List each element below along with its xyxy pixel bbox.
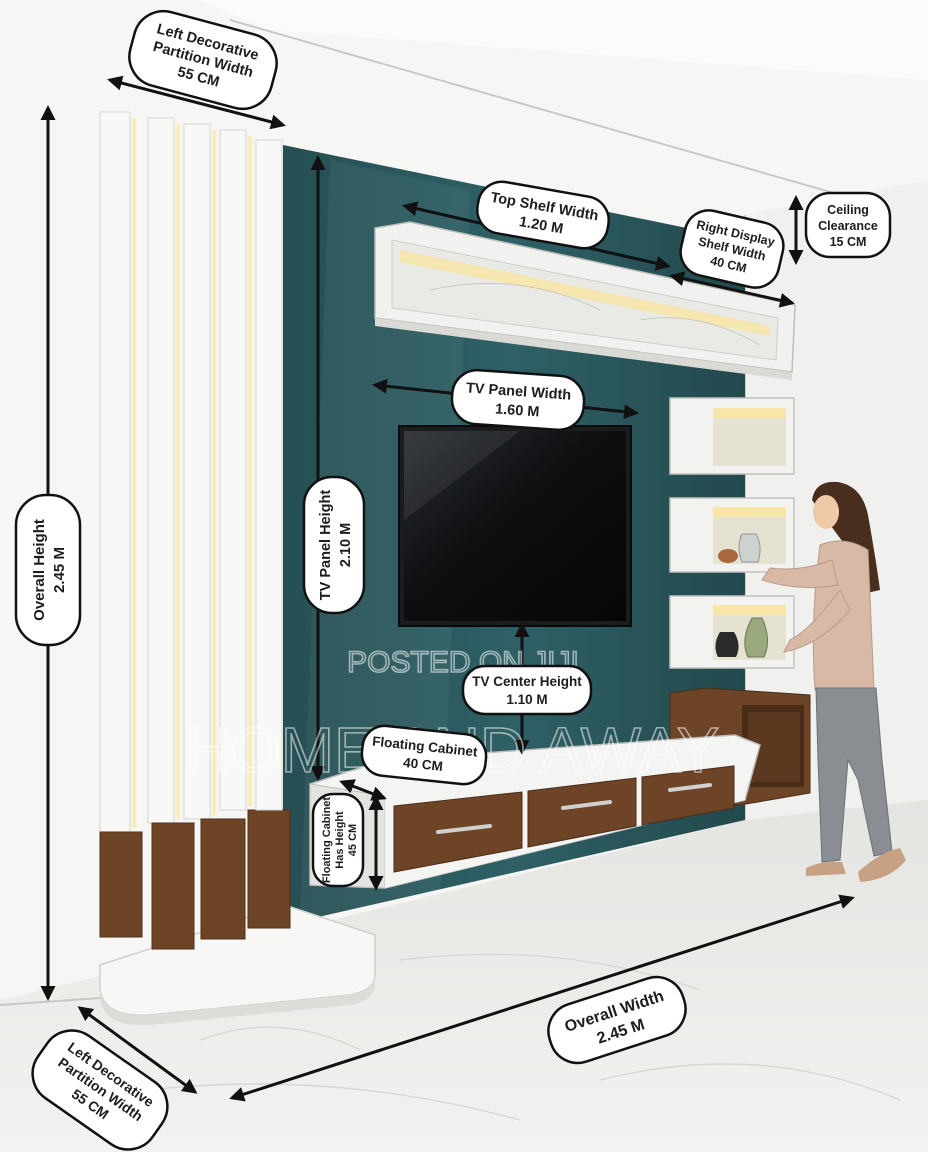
shoes — [806, 848, 906, 882]
television — [398, 425, 632, 627]
label-title: Overall Height — [31, 519, 48, 621]
label-value: 2.45 M — [51, 547, 68, 593]
display-shelf-1 — [669, 397, 795, 475]
arrow-left-partition-bottom — [77, 1006, 198, 1094]
label-value: 1.20 M — [518, 214, 564, 237]
arrow-overall-width — [229, 894, 855, 1102]
arm — [761, 559, 839, 589]
label-value: 45 CM — [347, 824, 359, 856]
baseboard — [0, 997, 101, 1006]
label-value: 2.10 M — [338, 523, 354, 567]
label-floating-cabinet: Floating Cabinet 40 CM — [360, 724, 488, 786]
floating-cabinet — [309, 734, 761, 889]
label-title: TV Center Height — [472, 674, 582, 689]
label-overall-width: Overall Width 2.45 M — [547, 975, 687, 1065]
drawer-handle-3 — [668, 783, 712, 792]
slat-walnut-3 — [200, 818, 246, 940]
label-title: Floating Cabinet — [321, 797, 333, 884]
woman-figure — [761, 481, 906, 882]
label-title: TV Panel Height — [318, 490, 334, 601]
slat-5 — [255, 139, 283, 811]
label-left-partition-top: Left Decorative Partition Width 55 CM — [128, 9, 278, 111]
label-overall-height: Overall Height 2.45 M — [14, 493, 82, 647]
label-top-shelf: Top Shelf Width 1.20 M — [476, 180, 610, 250]
face — [813, 495, 839, 529]
label-floating-cabinet-height: Floating Cabinet Has Height 45 CM — [311, 792, 365, 888]
label-value: 15 CM — [830, 235, 867, 249]
label-title: Clearance — [818, 219, 878, 233]
slat-walnut-4 — [247, 809, 291, 929]
label-right-display-shelf: Right Display Shelf Width 40 CM — [679, 209, 785, 289]
right-display-shelves — [669, 397, 795, 669]
drawer-handle-1 — [436, 824, 492, 834]
ceiling-band — [200, 0, 928, 80]
vase-bowl — [718, 549, 738, 563]
slat-walnut-2 — [151, 822, 195, 950]
display-shelf-2 — [669, 497, 795, 573]
legs — [815, 687, 893, 863]
drawer-handle-2 — [561, 800, 612, 810]
label-tv-center-height: TV Center Height 1.10 M — [461, 664, 593, 716]
tv-screen — [404, 431, 626, 621]
arm-lower — [783, 589, 851, 653]
vase-dark — [715, 632, 739, 657]
label-title: Ceiling — [827, 203, 869, 217]
vase-green — [744, 617, 768, 658]
label-tv-panel-height: TV Panel Height 2.10 M — [302, 475, 366, 615]
display-shelf-3 — [669, 595, 795, 669]
label-value: 1.60 M — [495, 401, 540, 420]
cabinet-drawer-3 — [641, 765, 735, 826]
slat-walnut-1 — [99, 831, 143, 938]
label-value: 1.10 M — [506, 692, 547, 707]
cabinet-drawer-1 — [393, 791, 523, 873]
label-value: 40 CM — [402, 755, 443, 774]
slat-1 — [99, 111, 131, 833]
label-ceiling-clearance: Ceiling Clearance 15 CM — [804, 191, 892, 259]
arrow-left-partition-top — [107, 75, 286, 130]
label-tv-panel-width: TV Panel Width 1.60 M — [450, 368, 586, 432]
label-title: Has Height — [334, 811, 346, 869]
slat-2 — [147, 117, 175, 824]
label-title: TV Panel Width — [465, 380, 571, 403]
cabinet-drawer-2 — [527, 777, 637, 848]
partition-slats — [99, 111, 291, 950]
vase-tall — [738, 533, 761, 563]
slat-4 — [219, 129, 247, 811]
arrow-right-shelf — [669, 271, 795, 308]
ceiling-line — [229, 19, 928, 221]
